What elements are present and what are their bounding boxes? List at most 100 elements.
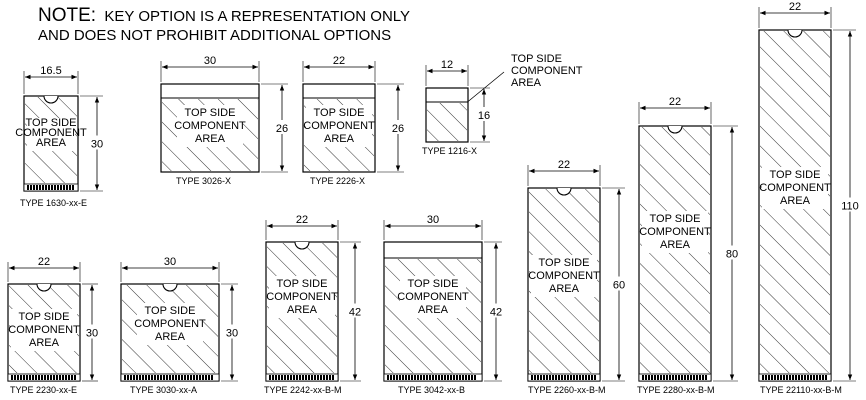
connector-finger [175,375,177,380]
connector-finger [166,375,168,380]
connector-finger [810,375,812,380]
connector-finger [795,375,797,380]
area-text-line: COMPONENT [8,324,80,336]
connector-finger [287,375,289,380]
connector-finger [699,375,701,380]
connector-finger [474,375,476,380]
connector-finger [329,375,331,380]
connector-finger [588,375,590,380]
area-text-line: COMPONENT [174,120,246,132]
connector-finger [819,375,821,380]
connector-finger [59,375,61,380]
connector-finger [435,375,437,380]
area-text-line: AREA [155,331,186,343]
connector-finger [663,375,665,380]
connector-finger [53,375,55,380]
area-text-line: TOP SIDE [185,107,236,119]
card-caption: TYPE 1216-X [422,146,477,156]
area-text-line: AREA [780,195,811,207]
card-caption: TYPE 1630-xx-E [20,198,87,208]
connector-finger [654,375,656,380]
height-label-backing [485,303,507,318]
connector-finger [774,375,776,380]
connector-finger [323,375,325,380]
connector-finger [14,375,16,380]
card-caption: TYPE 22110-xx-B-M [760,385,842,395]
connector-finger [62,375,64,380]
connector-finger [317,375,319,380]
note-lead: NOTE: [38,5,97,26]
connector-finger [148,375,150,380]
connector-finger [447,375,449,380]
height-label: 60 [613,280,625,292]
connector-finger [124,375,126,380]
height-label: 30 [226,328,238,340]
connector-finger [27,185,29,190]
connector-finger [543,375,545,380]
connector-finger [133,375,135,380]
connector-finger [678,375,680,380]
connector-finger [311,375,313,380]
width-label: 22 [38,256,50,268]
connector-finger [314,375,316,380]
card-caption: TYPE 2280-xx-B-M [637,385,715,395]
connector-finger [768,375,770,380]
area-text-backing [27,118,75,151]
connector-finger [582,375,584,380]
card-caption: TYPE 2226-X [310,176,365,186]
area-text-backing [137,303,203,345]
connector-finger [660,375,662,380]
connector-finger [71,375,73,380]
height-label: 110 [841,201,859,213]
connector-finger [33,185,35,190]
connector-finger [531,375,533,380]
connector-finger [72,185,74,190]
connector-finger [456,375,458,380]
connector-finger [444,375,446,380]
height-label-backing [608,276,630,291]
area-text-line: TOP SIDE [145,305,196,317]
connector-finger [429,375,431,380]
connector-finger [42,185,44,190]
connector-finger [163,375,165,380]
area-text-line: COMPONENT [266,291,338,303]
connector-finger [151,375,153,380]
connector-finger [405,375,407,380]
connector-finger [645,375,647,380]
height-label-backing [387,120,409,134]
area-text-backing [531,255,597,297]
connector-finger [570,375,572,380]
connector-finger [399,375,401,380]
connector-finger [546,375,548,380]
area-text-line: AREA [195,133,226,145]
width-label: 22 [333,55,345,67]
area-text-line: COMPONENT [759,182,831,194]
connector-finger [780,375,782,380]
connector-finger [184,375,186,380]
connector-finger [275,375,277,380]
area-text-line: AREA [324,133,355,145]
connector-finger [681,375,683,380]
area-text-line: COMPONENT [397,291,469,303]
area-text-line: AREA [29,337,60,349]
note-block: NOTE: KEY OPTION IS A REPRESENTATION ONL… [38,6,410,45]
area-text-line: TOP SIDE [26,117,77,129]
connector-finger [432,375,434,380]
connector-finger [567,375,569,380]
width-label-backing [41,64,61,76]
area-text-backing [11,309,77,351]
connector-finger [305,375,307,380]
connector-finger [11,375,13,380]
connector-finger [576,375,578,380]
width-label-backing [423,213,443,225]
connector-finger [29,375,31,380]
connector-finger [293,375,295,380]
connector-finger [585,375,587,380]
